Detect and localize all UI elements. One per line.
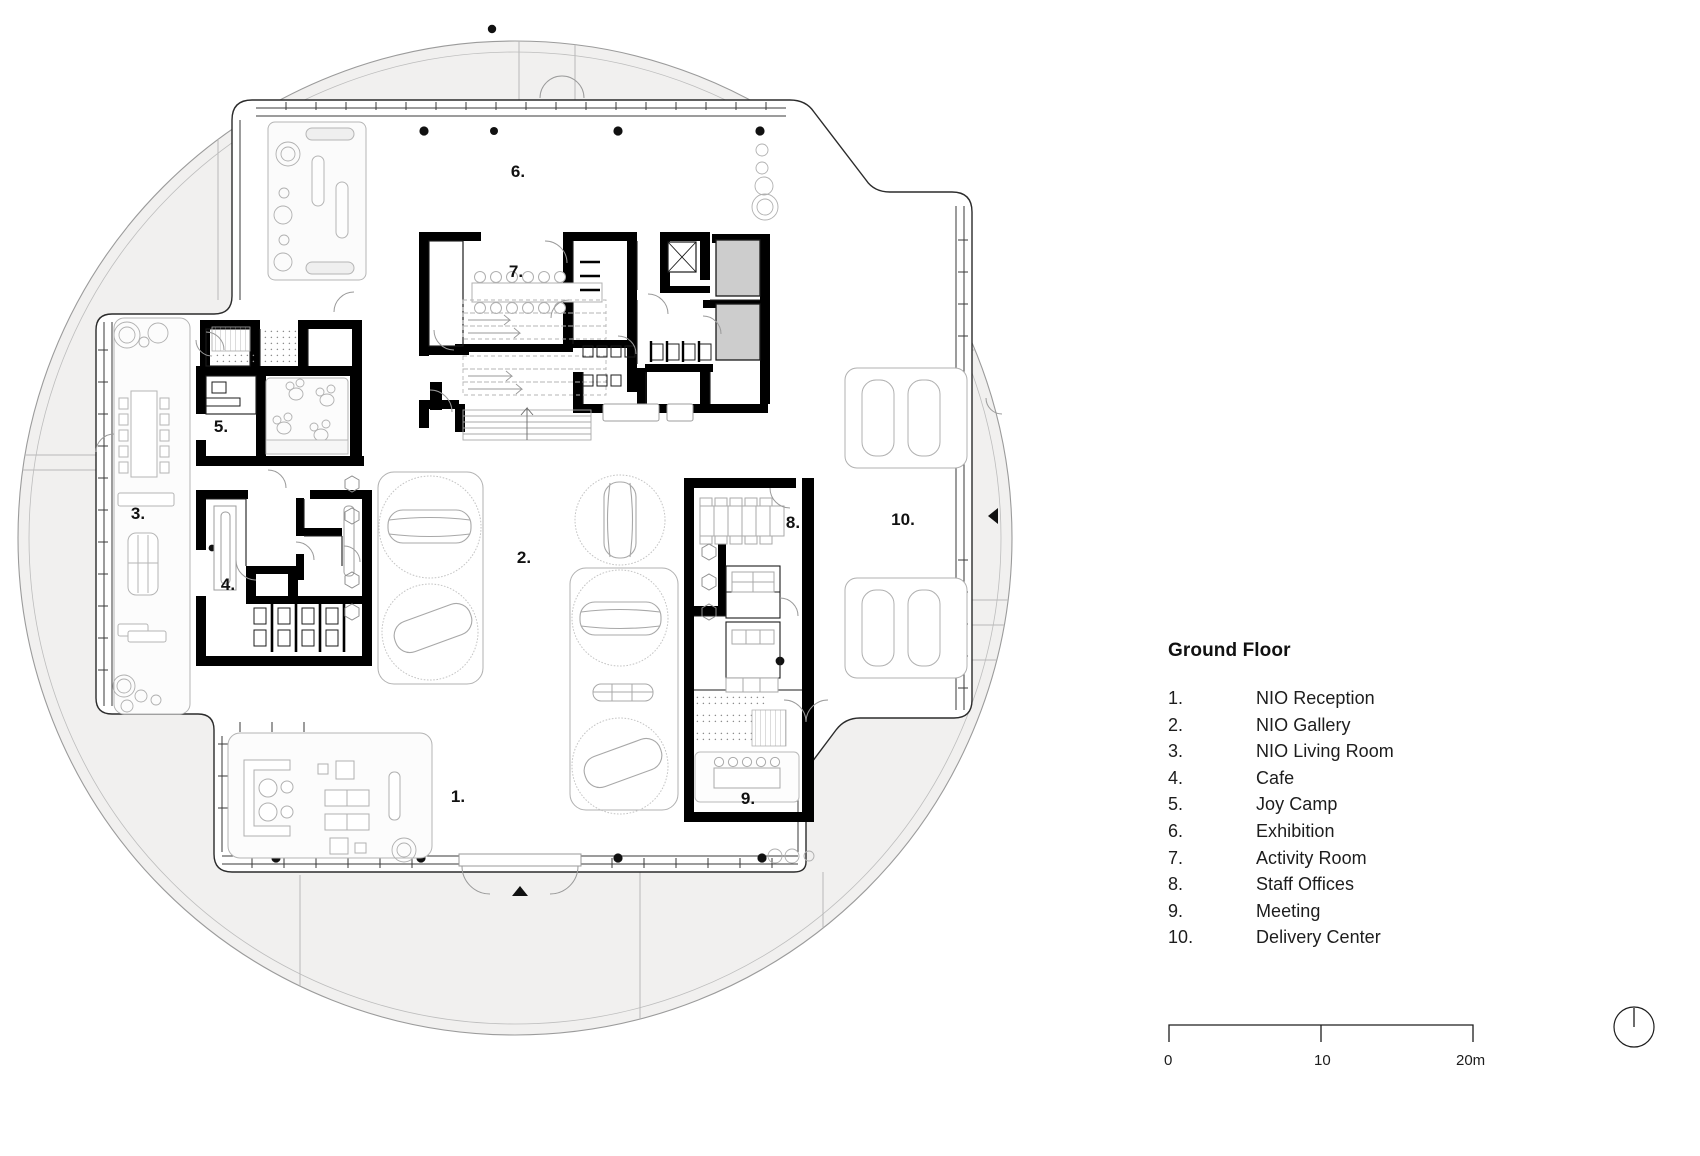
meeting-room-table bbox=[694, 751, 800, 803]
legend-label: Exhibition bbox=[1256, 820, 1335, 841]
door-swings bbox=[769, 487, 829, 723]
scale-tick-0: 0 bbox=[1164, 1052, 1173, 1069]
exhibition-plant-symbols bbox=[273, 141, 301, 272]
staff-office-desk bbox=[699, 497, 785, 545]
legend-item-2: 2. NIO Gallery bbox=[1168, 715, 1588, 742]
east-entry-marker bbox=[988, 508, 998, 524]
legend-item-10: 10. Delivery Center bbox=[1168, 927, 1588, 954]
legend-number: 2. bbox=[1168, 714, 1184, 735]
elevator bbox=[667, 241, 697, 273]
legend-number: 5. bbox=[1168, 794, 1184, 815]
legend-number: 6. bbox=[1168, 820, 1184, 841]
car-turntable-center bbox=[574, 474, 666, 566]
room-label-3: 3. bbox=[131, 504, 145, 523]
room-label-5: 5. bbox=[214, 417, 228, 436]
room-living-room bbox=[112, 317, 191, 715]
room-label-4: 4. bbox=[221, 575, 235, 594]
legend-label: NIO Reception bbox=[1256, 688, 1375, 708]
legend-number: 10. bbox=[1168, 927, 1194, 948]
exhibition-display-platform bbox=[267, 121, 367, 281]
lounge-furniture bbox=[602, 403, 694, 422]
room-joycamp-cafe-block bbox=[195, 320, 372, 666]
legend-panel: Ground Floor 1. NIO Reception 2. NIO Gal… bbox=[1168, 640, 1588, 954]
reception-sofa bbox=[243, 759, 294, 837]
room-activity-block bbox=[419, 232, 770, 441]
living-room-table bbox=[118, 390, 170, 478]
legend-item-8: 8. Staff Offices bbox=[1168, 874, 1588, 901]
legend-item-7: 7. Activity Room bbox=[1168, 848, 1588, 875]
canopy-arcs bbox=[95, 75, 585, 453]
room-label-2: 2. bbox=[517, 548, 531, 567]
cafe-counter bbox=[213, 505, 355, 591]
legend-label: Joy Camp bbox=[1256, 794, 1338, 815]
entrance-direction-arrow bbox=[512, 886, 528, 896]
room-label-10: 10. bbox=[891, 510, 915, 529]
room-label-8: 8. bbox=[786, 513, 800, 532]
legend-item-5: 5. Joy Camp bbox=[1168, 794, 1588, 821]
legend-number: 4. bbox=[1168, 767, 1184, 788]
stair-joycamp bbox=[211, 326, 251, 352]
room-number-labels: 1. 2. 3. 4. 5. 6. 7. 8. 9. 10. bbox=[131, 162, 915, 808]
legend-label: Meeting bbox=[1256, 900, 1321, 921]
car-turntable bbox=[378, 475, 482, 681]
legend-label: NIO Living Room bbox=[1256, 741, 1394, 762]
legend-item-1: 1. NIO Reception bbox=[1168, 688, 1588, 715]
door-swings bbox=[195, 331, 361, 581]
legend-label: NIO Gallery bbox=[1256, 714, 1351, 735]
legend-item-3: 3. NIO Living Room bbox=[1168, 741, 1588, 768]
legend-item-4: 4. Cafe bbox=[1168, 768, 1588, 795]
room-label-6: 6. bbox=[511, 162, 525, 181]
legend-item-9: 9. Meeting bbox=[1168, 901, 1588, 928]
room-exhibition bbox=[267, 121, 779, 281]
legend-list: 1. NIO Reception 2. NIO Gallery 3. NIO L… bbox=[1168, 688, 1588, 954]
legend-title: Ground Floor bbox=[1168, 640, 1291, 661]
legend-number: 1. bbox=[1168, 688, 1184, 708]
legend-number: 7. bbox=[1168, 847, 1184, 868]
car-display-plinth-left bbox=[377, 471, 484, 685]
room-label-9: 9. bbox=[741, 789, 755, 808]
legend-label: Delivery Center bbox=[1256, 927, 1381, 948]
legend-label: Cafe bbox=[1256, 767, 1295, 788]
living-room-furniture bbox=[117, 492, 175, 643]
exhibition-ne-pods bbox=[751, 143, 779, 221]
floor-plan-drawing: 1. 2. 3. 4. 5. 6. 7. 8. 9. 10. bbox=[17, 24, 1013, 1036]
room-label-1: 1. bbox=[451, 787, 465, 806]
paw-print-symbols bbox=[272, 378, 336, 442]
cafe-wc bbox=[253, 607, 339, 647]
stair-run bbox=[462, 406, 592, 441]
legend-number: 9. bbox=[1168, 900, 1184, 921]
scale-bar-graphic bbox=[1168, 1024, 1474, 1042]
main-entrance bbox=[458, 853, 582, 895]
north-arrow bbox=[1612, 1005, 1656, 1049]
car-symbol bbox=[387, 509, 473, 654]
activity-room-table bbox=[471, 271, 603, 314]
reception-tables bbox=[317, 760, 401, 855]
gallery-bench bbox=[592, 683, 654, 702]
service-rooms-shaded bbox=[715, 239, 761, 361]
scale-bar: 0 10 20m bbox=[1164, 1022, 1485, 1086]
legend-number: 8. bbox=[1168, 874, 1184, 895]
room-gallery bbox=[377, 471, 679, 815]
legend-number: 3. bbox=[1168, 741, 1184, 762]
legend-label: Staff Offices bbox=[1256, 874, 1355, 895]
scale-tick-20: 20m bbox=[1456, 1052, 1486, 1069]
room-staff-meeting-block bbox=[684, 478, 829, 822]
room-label-7: 7. bbox=[509, 262, 523, 281]
scale-tick-10: 10 bbox=[1314, 1052, 1331, 1069]
parking-bay-group-upper bbox=[844, 367, 968, 469]
facade-mullion-ticks bbox=[98, 102, 968, 868]
north-arrow-icon bbox=[1613, 1006, 1655, 1048]
parking-bay-group-lower bbox=[844, 577, 968, 679]
legend-item-6: 6. Exhibition bbox=[1168, 821, 1588, 848]
seating-arrows bbox=[468, 314, 524, 395]
office-furniture bbox=[725, 571, 779, 693]
room-delivery-center bbox=[844, 367, 1003, 679]
legend-label: Activity Room bbox=[1256, 847, 1367, 868]
room-reception bbox=[227, 732, 815, 896]
door-swings bbox=[429, 240, 722, 413]
